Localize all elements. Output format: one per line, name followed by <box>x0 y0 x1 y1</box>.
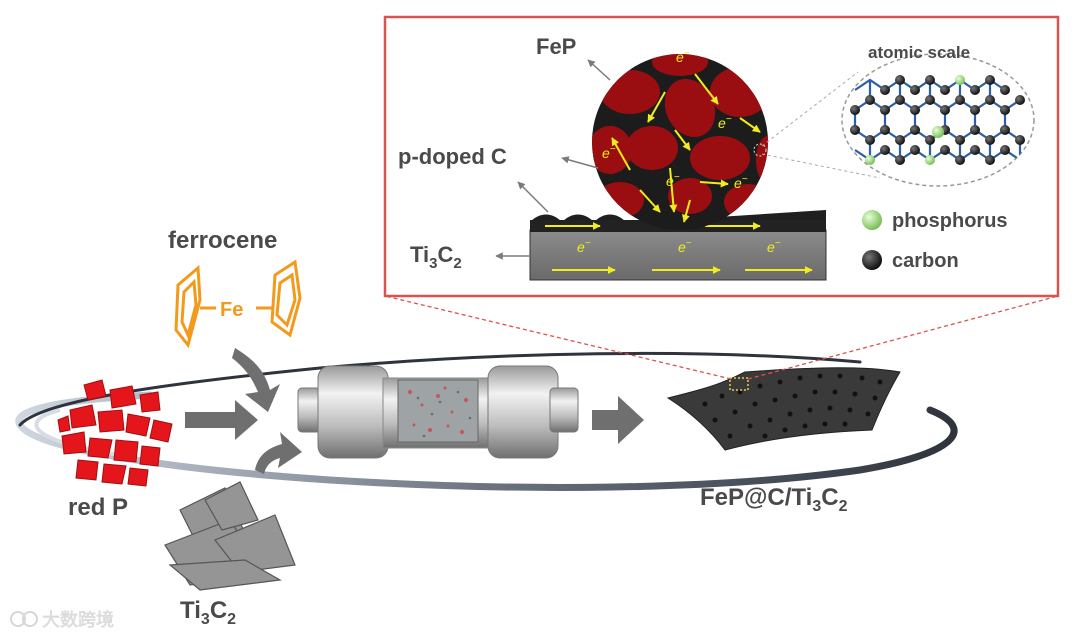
svg-text:e−: e− <box>602 144 616 161</box>
ti3c2-label-inset: Ti3C2 <box>410 242 462 272</box>
svg-text:e−: e− <box>676 48 690 65</box>
fep-sphere: e− e− e− e− e− <box>592 48 768 230</box>
process-arrows <box>185 348 644 474</box>
legend: phosphorus carbon <box>862 210 1008 272</box>
ti3c2-sheets <box>164 481 296 591</box>
atomic-scale-label: atomic scale <box>868 43 970 62</box>
carbon-swatch <box>862 250 882 270</box>
watermark-text: 大数跨境 <box>42 609 114 631</box>
legend-carbon: carbon <box>892 250 959 272</box>
zoom-box <box>729 377 749 391</box>
ti3c2-slab: e− e− e− <box>529 210 827 281</box>
red-p-label: red P <box>68 494 128 521</box>
zoom-lines <box>384 295 1059 380</box>
fe-label: Fe <box>220 299 243 321</box>
ferrocene-label: ferrocene <box>168 227 277 254</box>
product-label: FeP@C/Ti3C2 <box>700 484 848 515</box>
svg-text:e−: e− <box>577 238 591 255</box>
watermark: 大数跨境 <box>10 609 114 631</box>
legend-phosphorus: phosphorus <box>892 210 1008 232</box>
product-sheet <box>666 367 901 451</box>
inset-pointers <box>495 59 611 260</box>
precursor-mix <box>408 386 468 434</box>
red-p-flakes <box>57 379 173 487</box>
tube-furnace <box>297 365 579 459</box>
svg-text:e−: e− <box>718 114 732 131</box>
svg-text:e−: e− <box>678 238 692 255</box>
svg-text:e−: e− <box>666 172 680 189</box>
ti3c2-label-bottom: Ti3C2 <box>180 597 236 628</box>
atomic-scale-view <box>761 53 1035 187</box>
fep-label: FeP <box>536 34 576 59</box>
phosphorus-swatch <box>862 210 882 230</box>
svg-text:e−: e− <box>767 238 781 255</box>
svg-text:e−: e− <box>734 174 748 191</box>
p-doped-c-label: p-doped C <box>398 144 507 169</box>
ferrocene-molecule <box>174 259 302 349</box>
